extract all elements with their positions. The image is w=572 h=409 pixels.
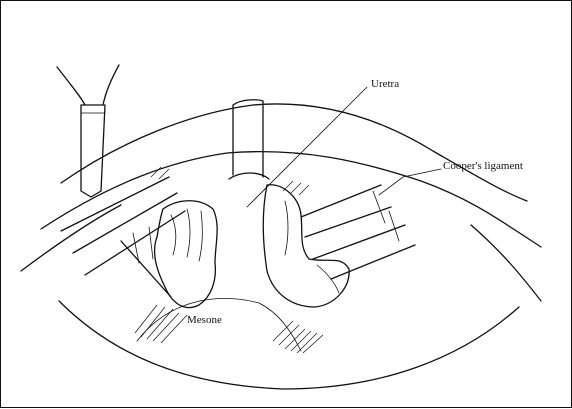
abdominal-wall-right-edge	[471, 225, 541, 301]
left-hand	[155, 201, 218, 308]
right-sutures	[301, 185, 415, 279]
retractor-handle	[57, 65, 119, 105]
coopers-ligament-leader	[379, 169, 441, 195]
label-mesh: Mesone	[187, 314, 222, 326]
urethra-column	[233, 100, 263, 177]
hatched-tissue-upper	[151, 167, 309, 195]
label-coopers-ligament: Cooper's ligament	[443, 160, 523, 172]
hatched-tissue-center	[273, 321, 323, 353]
hatched-tissue-left	[135, 305, 187, 343]
retractor-shaft	[81, 105, 105, 197]
label-urethra: Uretra	[371, 78, 399, 90]
left-sutures	[61, 177, 185, 297]
